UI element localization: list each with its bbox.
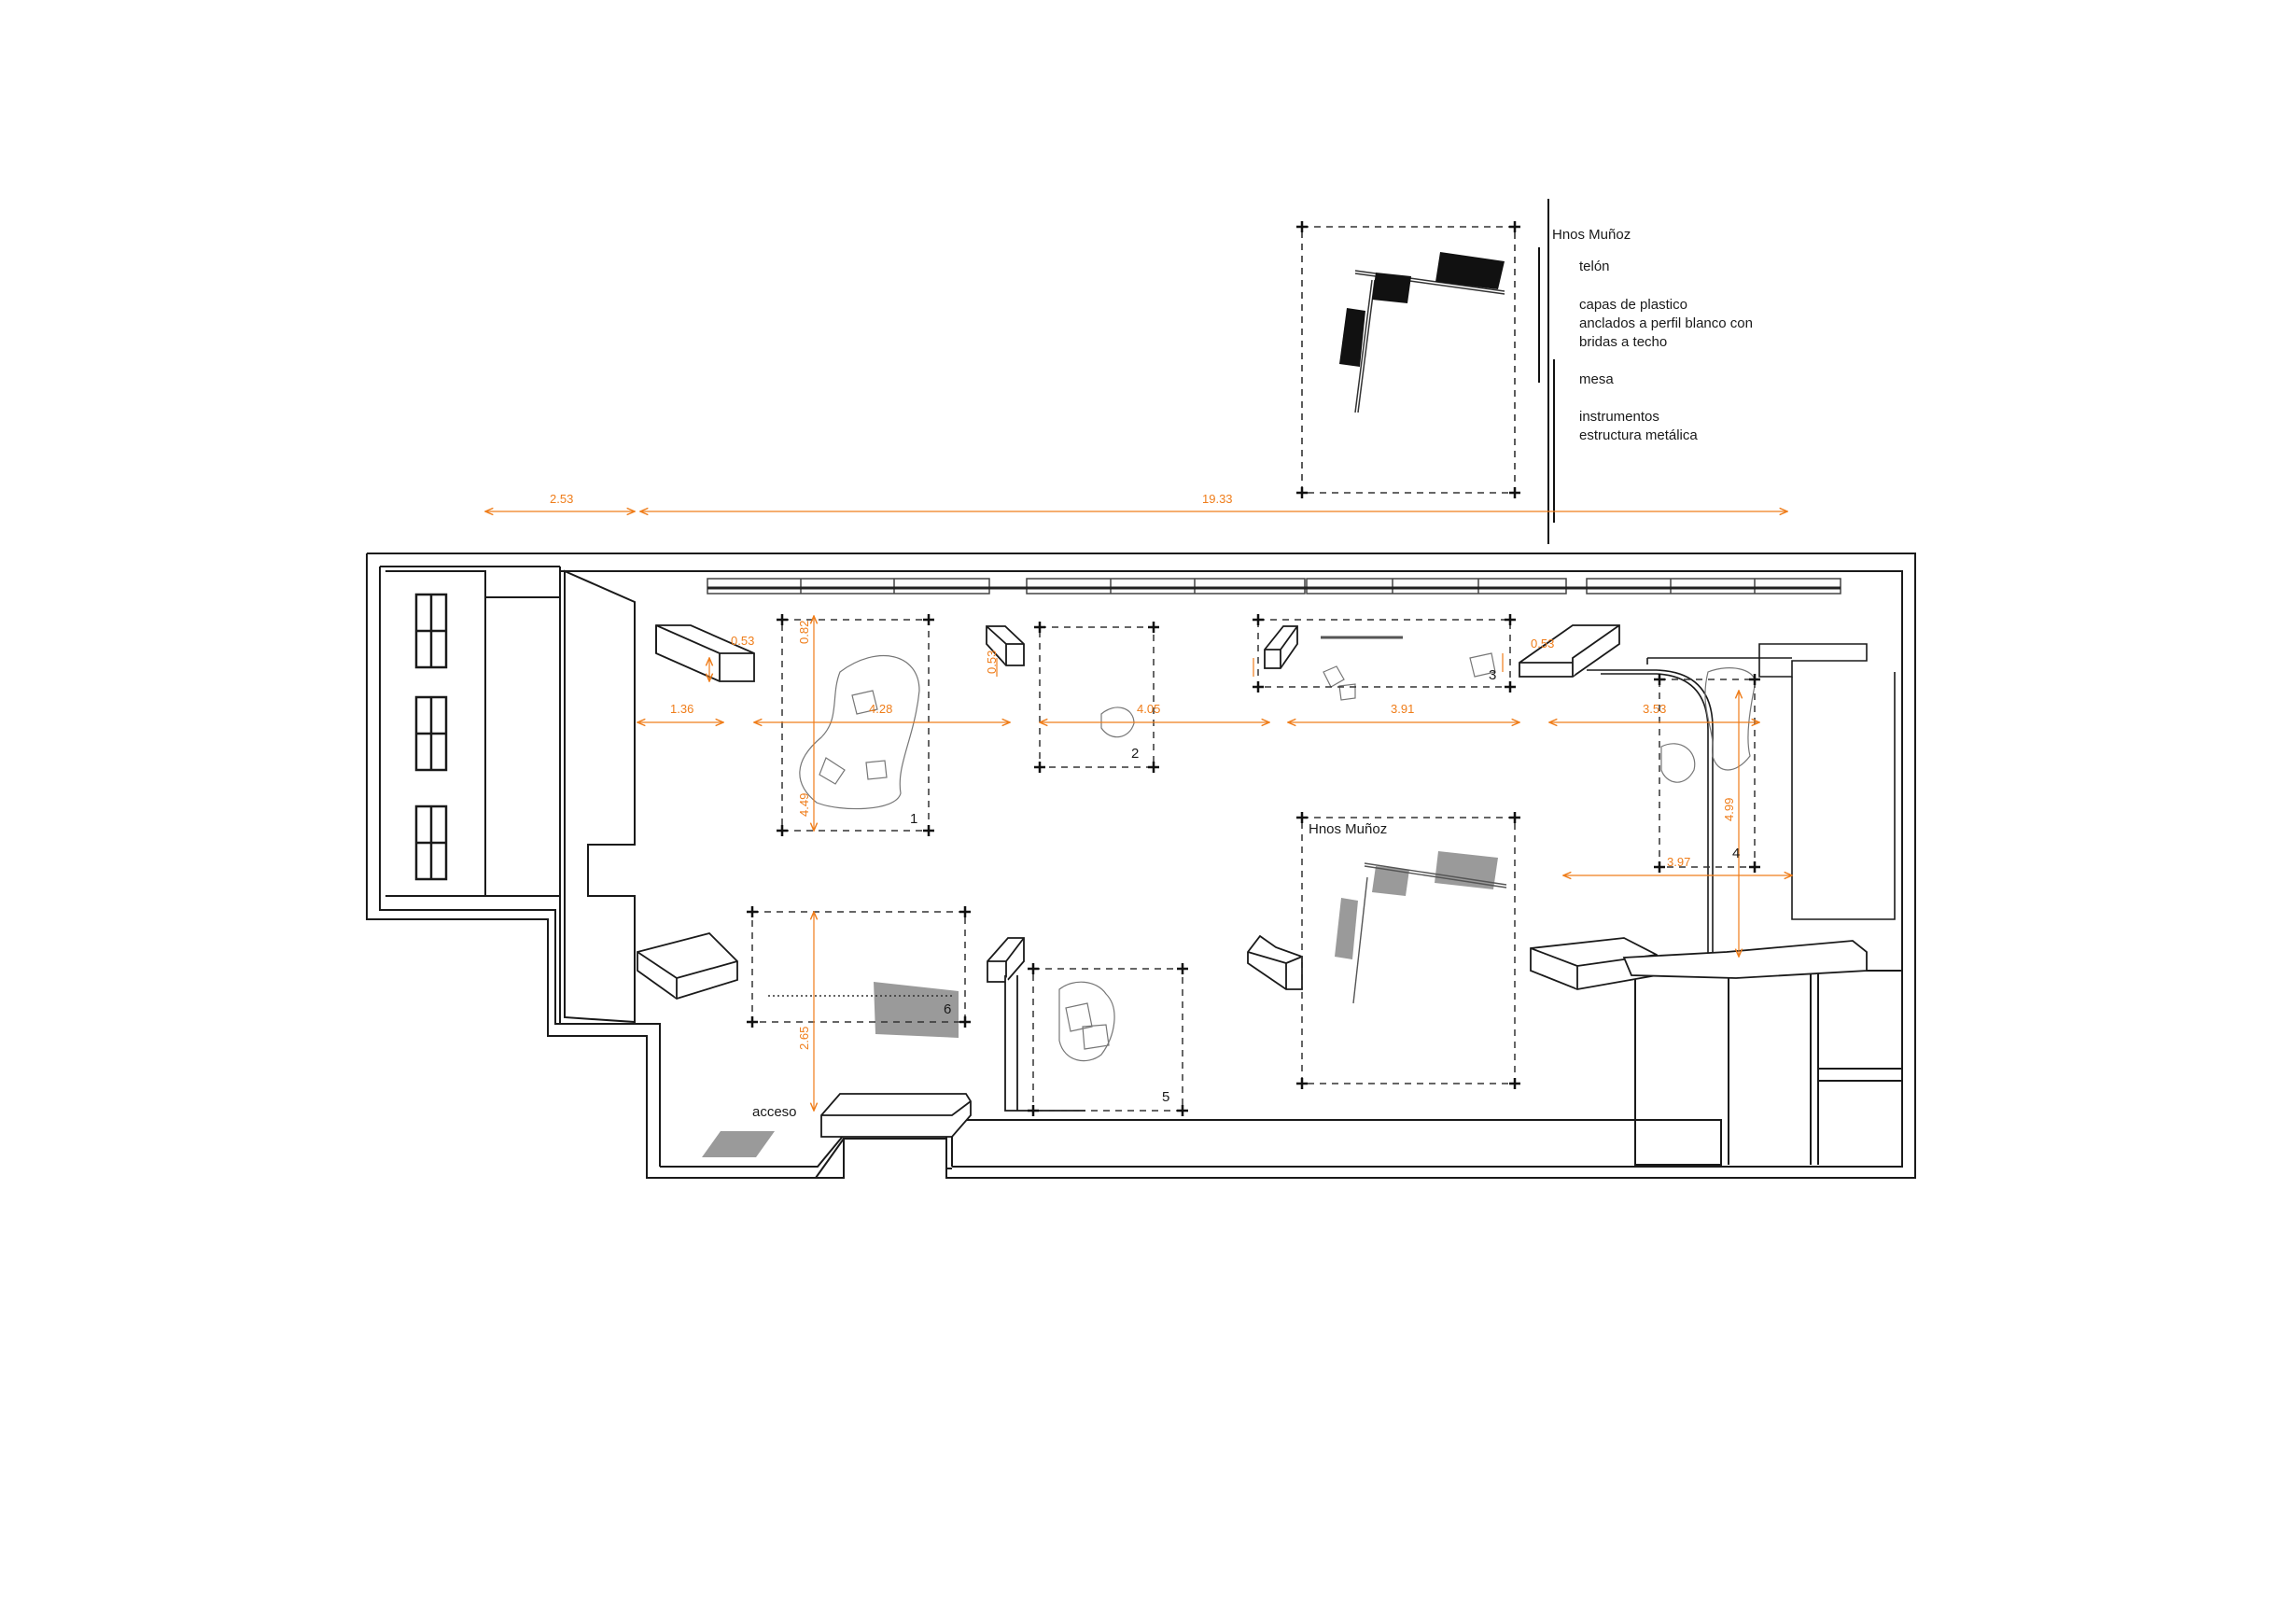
zone-4-box	[1659, 679, 1756, 868]
dim-5: 3.53	[1643, 702, 1666, 716]
dim-1: 1.36	[670, 702, 693, 716]
zone-corner-marks	[747, 614, 1760, 1116]
legend-item-anchored: anclados a perfil blanco con	[1579, 315, 1753, 331]
dim-4: 3.91	[1391, 702, 1414, 716]
stage-label: Hnos Muñoz	[1309, 821, 1387, 837]
dim-8: 0.53	[731, 634, 754, 648]
legend-item-structure: estructura metálica	[1579, 427, 1698, 443]
left-windows	[414, 593, 448, 881]
detail-view	[1296, 221, 1520, 498]
zone-2-label: 2	[1131, 746, 1139, 762]
legend-lines	[1538, 199, 1555, 544]
stage-box	[1301, 817, 1516, 1084]
zone-1-label: 1	[910, 811, 917, 827]
dim-11: 2.65	[797, 1027, 811, 1050]
dim-3: 4.05	[1137, 702, 1160, 716]
dim-6: 4.49	[797, 793, 811, 817]
legend-item-ties: bridas a techo	[1579, 334, 1668, 350]
dim-12: 0.53	[1531, 637, 1554, 651]
dimension-lines	[637, 616, 1792, 1111]
zone-6-box	[751, 911, 966, 1023]
zone-boxes	[751, 619, 1756, 1112]
zone-2-box	[1039, 626, 1155, 768]
zone-6-label: 6	[944, 1001, 951, 1017]
sketch-elements	[799, 652, 1757, 1062]
grey-elements	[702, 851, 1498, 1157]
zone-4-label: 4	[1732, 846, 1740, 861]
zone-5-label: 5	[1162, 1089, 1169, 1105]
dim-overall-b: 19.33	[1202, 492, 1233, 506]
stage-rails	[768, 636, 1507, 1004]
dim-13: 0.53	[985, 651, 999, 674]
top-windows	[707, 578, 1841, 595]
zone-3-box	[1257, 619, 1511, 688]
dim-9: 4.99	[1722, 798, 1736, 821]
legend-item-instruments: instrumentos	[1579, 409, 1659, 425]
legend-item-table: mesa	[1579, 371, 1614, 387]
zone-5-box	[1032, 968, 1183, 1112]
legend-item-telon: telón	[1579, 259, 1610, 274]
entrance-label: acceso	[752, 1104, 797, 1120]
zone-3-label: 3	[1489, 667, 1496, 683]
dim-7: 0.82	[797, 621, 811, 644]
legend-title: Hnos Muñoz	[1552, 227, 1631, 243]
furniture	[637, 624, 1868, 1138]
dim-10: 3.97	[1667, 855, 1690, 869]
dim-overall-a: 2.53	[550, 492, 573, 506]
right-niche	[1587, 643, 1896, 957]
legend-item-plastic: capas de plastico	[1579, 297, 1687, 313]
dim-2: 4.28	[869, 702, 892, 716]
